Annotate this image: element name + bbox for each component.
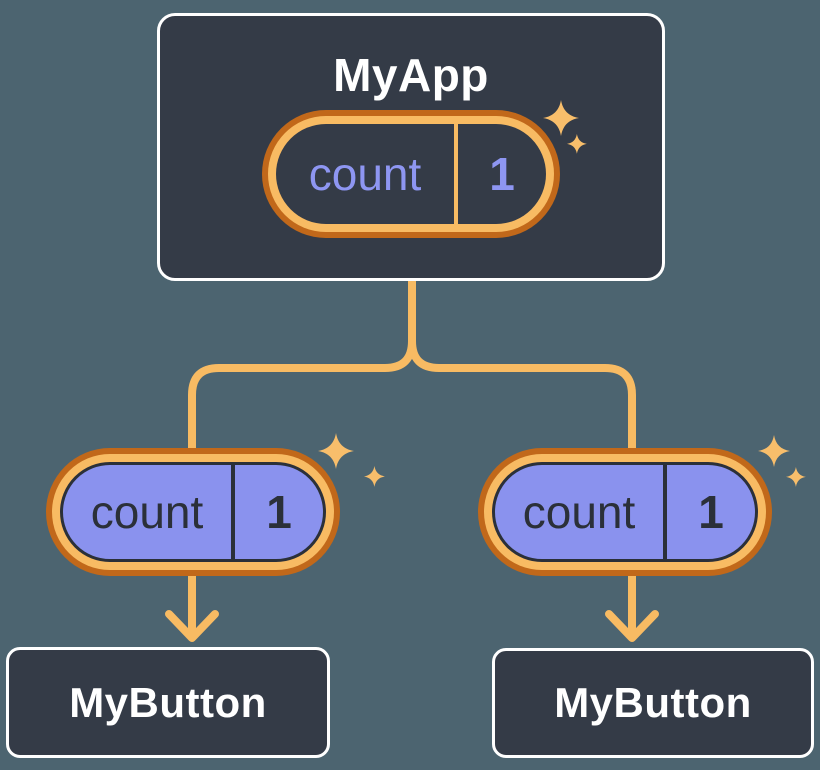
prop-value: 1 [231,465,323,559]
prop-value: 1 [663,465,755,559]
arrowhead-down-left-icon [165,610,219,642]
prop-pill-body: count 1 [492,462,758,562]
arrowhead-down-right-icon [605,610,659,642]
prop-name: count [90,486,204,538]
right-component-title: MyButton [554,679,752,726]
prop-pill-body: count 1 [60,462,326,562]
connector-right [408,281,636,635]
state-name: count [308,148,422,200]
sparkle-icon [318,433,385,487]
highlight-ring: count 1 [268,116,554,232]
highlight-ring: count 1 [52,454,334,570]
right-prop-pill: count 1 [478,448,772,576]
sparkle-icon [758,435,806,487]
root-component-title: MyApp [333,49,489,101]
highlight-ring: count 1 [484,454,766,570]
state-value: 1 [454,124,546,224]
sparkle-icon [543,100,587,154]
right-component-card: MyButton [492,648,814,758]
root-state-pill: count 1 [262,110,560,238]
left-component-card: MyButton [6,647,330,758]
left-prop-pill: count 1 [46,448,340,576]
prop-name: count [522,486,636,538]
left-component-title: MyButton [69,678,267,726]
state-pill-body: count 1 [276,124,546,224]
